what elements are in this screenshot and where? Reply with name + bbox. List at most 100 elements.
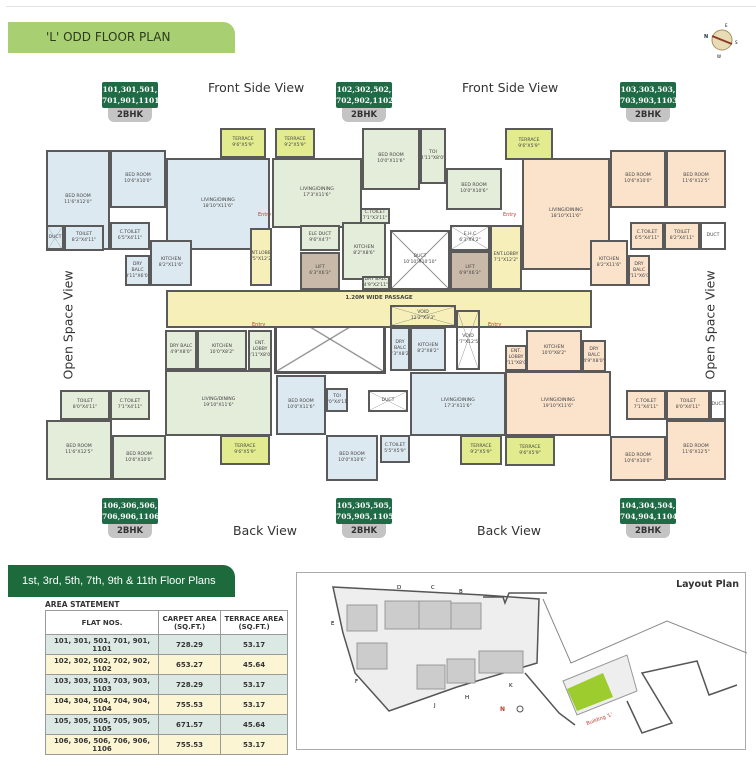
- room-name: TERRACE: [232, 137, 254, 142]
- layout-plan: Layout Plan D C B E F J H K N Building '…: [296, 572, 748, 750]
- unit-flats: 106,306,506, 706,906,1106: [102, 498, 159, 524]
- room-name: VOID: [417, 310, 429, 315]
- room-name: KITCHEN: [354, 245, 374, 250]
- room-dimensions: 6'3"X4'2": [459, 238, 481, 243]
- compass-n: N: [704, 34, 708, 40]
- room-dimensions: 11'6"X12'5": [682, 179, 710, 184]
- unit-flats: 104,304,504, 704,904,1104: [620, 498, 677, 524]
- room-name: TERRACE: [518, 138, 540, 143]
- room-name: C.TOILET: [364, 210, 386, 215]
- area-statement-table: FLAT NOS. CARPET AREA (SQ.FT.) TERRACE A…: [45, 610, 288, 755]
- duct: DUCT: [46, 225, 64, 251]
- room-dimensions: 7'1"X12'2": [493, 257, 519, 263]
- room-name: C.TOILET: [119, 230, 141, 235]
- room-name: TOILET: [673, 230, 691, 235]
- terrace-area-cell: 53.17: [220, 634, 288, 655]
- room-dimensions: 8'0"X4'11": [327, 400, 348, 405]
- entry-label: Entry: [503, 212, 517, 218]
- page-title: 'L' ODD FLOOR PLAN: [8, 22, 235, 53]
- north-arrow: N: [500, 706, 505, 713]
- room-name: E.H.C: [463, 232, 477, 237]
- room-dimensions: 10'0"X8'2": [209, 350, 235, 355]
- room-name: ENT. LOBBY: [252, 341, 268, 352]
- room-name: BED ROOM: [683, 173, 709, 178]
- unit-type: 2BHK: [108, 524, 152, 538]
- flat-nos-cell: 102, 302, 502, 702, 902, 1102: [45, 654, 159, 675]
- flat-nos-cell: 103, 303, 503, 703, 903, 1103: [45, 674, 159, 695]
- room-name: DUCT: [413, 254, 427, 259]
- room-dimensions: 11'6"X12'0": [64, 200, 92, 205]
- entry-label: Entry: [258, 212, 272, 218]
- unit-type: 2BHK: [626, 524, 670, 538]
- terrace-area-cell: 53.17: [220, 694, 288, 715]
- room-name: TERRACE: [234, 444, 256, 449]
- room-name: BED ROOM: [125, 173, 151, 178]
- room-dimensions: 10'6"X10'0": [124, 179, 152, 184]
- room-name: DRY BALC: [587, 347, 601, 358]
- duct: DUCT: [368, 390, 408, 412]
- ent-lobby: ENT.LOBBY9'5"X12'2": [250, 228, 272, 286]
- unit-flats: 103,303,503, 703,903,1103: [620, 82, 677, 108]
- room-dimensions: 10'0"X10'6": [338, 458, 366, 463]
- room-dimensions: 19'10"X11'6": [542, 403, 574, 409]
- room-dimensions: 9'6"X5'9": [518, 144, 540, 149]
- back-view-label: Back View: [477, 523, 541, 538]
- room-dimensions: 19'10"X11'6": [203, 403, 234, 408]
- room-dimensions: 8'0"X4'11": [675, 405, 701, 410]
- building-l-highlight: [567, 673, 613, 711]
- duct: DUCT: [710, 390, 726, 420]
- room-dimensions: 8'2"X8'6": [353, 251, 375, 256]
- unit-type: 2BHK: [342, 108, 386, 122]
- room-dimensions: 4'7"X12'5": [456, 340, 480, 345]
- room-name: BED ROOM: [126, 451, 152, 457]
- room-dimensions: 3'11"X6'0": [629, 273, 650, 279]
- room-dimensions: 4'9"X8'0": [170, 350, 192, 355]
- flat-nos-cell: 101, 301, 501, 701, 901, 1101: [45, 634, 159, 655]
- room-name: TERRACE: [470, 444, 492, 449]
- room-dimensions: 8'0"X4'11": [72, 405, 98, 410]
- room-name: DRY BALC: [169, 344, 193, 349]
- room-name: KITCHEN: [418, 343, 438, 348]
- room-name: C.TOILET: [384, 443, 406, 448]
- room-name: DUCT: [48, 235, 62, 240]
- unit-type: 2BHK: [108, 108, 152, 122]
- room-name: BED ROOM: [288, 399, 314, 404]
- wing-label: D: [397, 585, 401, 591]
- room-dimensions: 11'6"X12'5": [65, 450, 93, 455]
- unit-type: 2BHK: [342, 524, 386, 538]
- room-dimensions: 6'5"X4'11": [634, 236, 660, 241]
- room-dimensions: 4'11"X8'0": [420, 156, 446, 161]
- header-terrace-area: TERRACE AREA (SQ.FT.): [220, 610, 288, 635]
- flat-nos-cell: 105, 305, 505, 705, 905, 1105: [45, 714, 159, 735]
- room-dimensions: 3'11"X8'0": [248, 353, 272, 358]
- room-name: KITCHEN: [212, 344, 232, 349]
- room-name: KITCHEN: [161, 257, 181, 262]
- room-dimensions: 6'5"X4'11": [117, 236, 143, 241]
- room-name: BED ROOM: [65, 194, 91, 199]
- room-dimensions: 8'2"X4'11": [669, 236, 695, 241]
- wing-label: H: [465, 695, 469, 701]
